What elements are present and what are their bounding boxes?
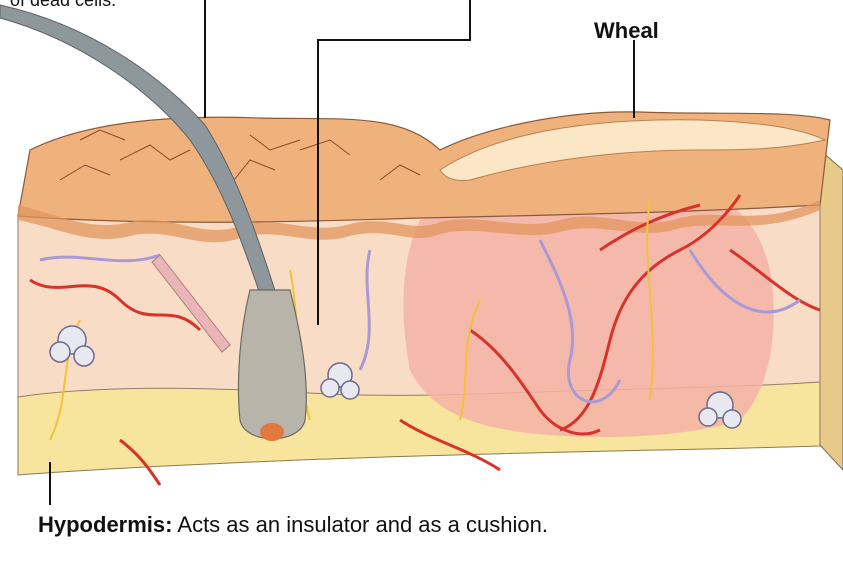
- block-right-side: [820, 150, 843, 470]
- hypodermis-description: Acts as an insulator and as a cushion.: [177, 512, 548, 537]
- dead-cells-label-fragment: of dead cells.: [10, 0, 116, 11]
- hypodermis-caption: Hypodermis: Acts as an insulator and as …: [38, 512, 548, 538]
- hair-bulb: [260, 423, 284, 441]
- wheal-label: Wheal: [594, 18, 659, 44]
- hypodermis-term: Hypodermis:: [38, 512, 172, 537]
